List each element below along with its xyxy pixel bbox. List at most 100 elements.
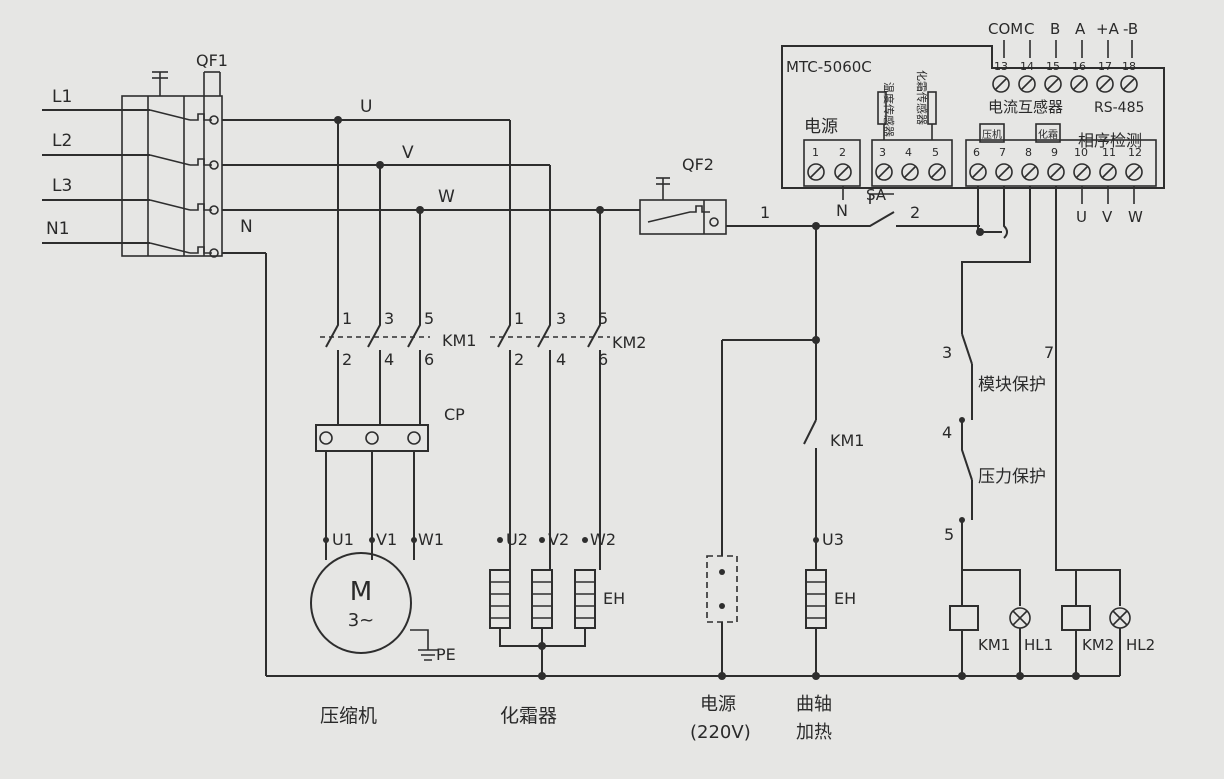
defroster-eh-label: EH	[603, 589, 625, 608]
defrost-indicator-label: 化霜	[1038, 128, 1058, 141]
km1-pole-top-5: 5	[424, 309, 434, 328]
top-label-minus-b: -B	[1123, 20, 1138, 38]
top-label-com: COM	[988, 20, 1023, 38]
km1-pole-bot-2: 2	[342, 350, 352, 369]
power-voltage-caption: (220V)	[690, 722, 751, 743]
terminal-v1: V1	[376, 530, 397, 549]
power-group-label: 电源	[804, 117, 838, 137]
power-caption: 电源	[700, 694, 736, 715]
top-terminal-screws	[992, 75, 1138, 93]
km1-aux-contact-label: KM1	[830, 431, 864, 450]
rs485-label: RS-485	[1094, 100, 1144, 116]
top-label-plus-a: +A	[1096, 20, 1120, 38]
defrost-sensor-label: 化霜传感器	[915, 70, 929, 125]
top-terminal-17: 17	[1098, 60, 1112, 73]
km2-pole-top-3: 3	[556, 309, 566, 328]
breaker-qf1: QF1	[121, 51, 228, 258]
terminal-10: 10	[1074, 146, 1088, 159]
km1-pole-bot-4: 4	[384, 350, 394, 369]
phase-detect-outputs: U V W	[1076, 186, 1143, 226]
terminal-u1: U1	[332, 530, 354, 549]
terminal-6: 6	[973, 146, 980, 159]
line-label-l2: L2	[52, 131, 72, 151]
controller-bottom-terminals: 1 2 3 4 5 6 7 8 9 10 11 12	[803, 91, 1157, 187]
coil-km1-label: KM1	[978, 636, 1010, 654]
terminal-11: 11	[1102, 146, 1116, 159]
motor-subscript: 3~	[348, 610, 375, 631]
phase-out-w: W	[1128, 208, 1143, 226]
km1-label: KM1	[442, 331, 476, 350]
controller-mtc5060c: MTC-5060C COM C B A +A -B 13 14 15 16 17…	[781, 20, 1165, 189]
km2-pole-top-5: 5	[598, 309, 608, 328]
node-4: 4	[942, 423, 952, 442]
press-indicator-label: 压机	[982, 128, 1002, 141]
km1-pole-top-3: 3	[384, 309, 394, 328]
motor-symbol: M	[350, 577, 372, 607]
top-terminal-13: 13	[994, 60, 1008, 73]
phase-label-w: W	[438, 187, 455, 207]
km2-pole-top-1: 1	[514, 309, 524, 328]
defroster-caption: 化霜器	[500, 705, 557, 727]
qf1-label: QF1	[196, 51, 228, 70]
km1-pole-bot-6: 6	[424, 350, 434, 369]
bottom-terminal-screws	[807, 163, 1143, 181]
terminal-8: 8	[1025, 146, 1032, 159]
compressor-caption: 压缩机	[320, 705, 377, 727]
line-label-n1: N1	[46, 219, 70, 239]
crank-eh-label: EH	[834, 589, 856, 608]
crank-caption-1: 曲轴	[796, 694, 832, 715]
top-terminal-15: 15	[1046, 60, 1060, 73]
module-protect-label: 模块保护	[978, 375, 1046, 395]
terminal-9: 9	[1051, 146, 1058, 159]
terminal-12: 12	[1128, 146, 1142, 159]
terminal-2: 2	[839, 146, 846, 159]
terminal-w2: W2	[590, 530, 616, 549]
control-circuit: N SA 2 3 模块保护 4 压力保护 5 KM1 HL1 7 KM2	[816, 186, 1155, 680]
coil-km2-label: KM2	[1082, 636, 1114, 654]
km2-label: KM2	[612, 333, 646, 352]
sa-switch-label: SA	[866, 186, 887, 204]
contactor-km1: 1 3 5 2 4 6 KM1	[320, 309, 476, 380]
km2-pole-bot-4: 4	[556, 350, 566, 369]
line-label-l3: L3	[52, 176, 72, 196]
top-label-a: A	[1075, 20, 1086, 38]
terminal-u3: U3	[822, 530, 844, 549]
node-5: 5	[944, 525, 954, 544]
crank-heater-branch: KM1 U3 EH 曲轴 加热	[796, 419, 864, 743]
breaker-qf2: QF2 1	[639, 155, 820, 235]
controller-model: MTC-5060C	[786, 58, 872, 76]
top-terminal-16: 16	[1072, 60, 1086, 73]
terminal-w1: W1	[418, 530, 444, 549]
power-supply-branch: 电源 (220V)	[690, 226, 820, 743]
mains-input: L1 L2 L3 N1	[42, 87, 150, 244]
compressor-motor: M 3~ PE 压缩机	[310, 552, 456, 727]
controller-neutral-label: N	[836, 201, 848, 220]
terminal-3: 3	[879, 146, 886, 159]
terminal-1: 1	[812, 146, 819, 159]
km2-pole-bot-2: 2	[514, 350, 524, 369]
km1-pole-top-1: 1	[342, 309, 352, 328]
phase-label-v: V	[402, 143, 414, 163]
pressure-protect-label: 压力保护	[978, 467, 1046, 487]
top-label-b: B	[1050, 20, 1060, 38]
top-label-c: C	[1024, 20, 1034, 38]
ct-group-label: 电流互感器	[988, 98, 1063, 116]
node-7: 7	[1044, 343, 1054, 362]
km2-pole-bot-6: 6	[598, 350, 608, 369]
terminal-5: 5	[932, 146, 939, 159]
qf2-label: QF2	[682, 155, 714, 174]
contactor-km2: 1 3 5 2 4 6 KM2	[490, 309, 646, 570]
pe-label: PE	[436, 645, 456, 664]
neutral-label: N	[240, 217, 253, 237]
terminal-7: 7	[999, 146, 1006, 159]
crank-caption-2: 加热	[796, 722, 832, 743]
wire-label-1: 1	[760, 203, 770, 222]
phase-label-u: U	[360, 97, 372, 117]
protector-cp: CP U1 V1 W1	[315, 380, 465, 560]
phase-out-v: V	[1102, 208, 1113, 226]
terminal-v2: V2	[548, 530, 569, 549]
defroster-heaters: U2 V2 W2 EH 化霜器	[489, 530, 625, 727]
top-terminal-14: 14	[1020, 60, 1034, 73]
terminal-u2: U2	[506, 530, 528, 549]
